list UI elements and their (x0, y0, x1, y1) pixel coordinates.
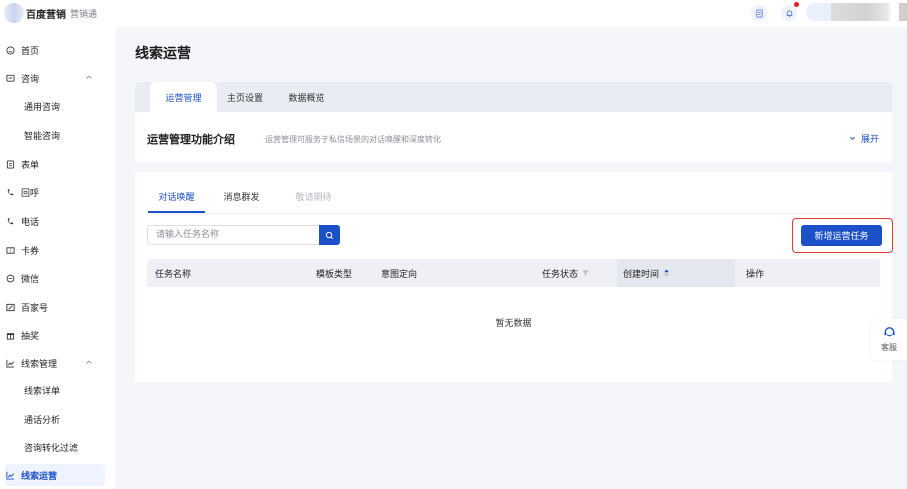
sidebar-item-smart-consult[interactable]: 智能咨询 (5, 124, 105, 146)
chat-box-icon (6, 74, 15, 83)
highlight-annotation (792, 218, 893, 253)
wechat-icon (6, 274, 15, 283)
sidebar-item-label: 咨询转化过滤 (24, 443, 79, 454)
sidebar-item-consult-filter[interactable]: 咨询转化过滤 (5, 436, 105, 458)
tab-label: 运营管理 (165, 93, 202, 104)
empty-state-text: 暂无数据 (495, 319, 532, 329)
chart-icon (6, 471, 15, 480)
subtab-label: 对话唤醒 (158, 193, 195, 203)
expand-button[interactable]: 展开 (849, 132, 879, 145)
column-intent-targeting: 意图定向 (381, 269, 418, 280)
column-task-name: 任务名称 (155, 269, 192, 280)
sidebar-item-home[interactable]: 首页 (5, 39, 105, 61)
subtab-label: 敬请期待 (295, 193, 332, 203)
subtab-conversation-wakeup[interactable]: 对话唤醒 (148, 187, 205, 213)
baijiahao-icon (6, 303, 15, 312)
column-actions: 操作 (746, 269, 765, 280)
sidebar-item-lead-operation[interactable]: 线索运营 (5, 464, 105, 486)
sidebar: 首页 咨询 通用咨询 智能咨询 表单 回呼 电话 卡券 微信 百家号 抽奖 线索 (0, 27, 115, 489)
task-table-card: 对话唤醒 消息群发 敬请期待 新增运营任务 任务名称 模板类型 意图定向 任务状… (135, 172, 893, 382)
sidebar-item-coupon[interactable]: 卡券 (5, 239, 105, 261)
top-bar: 百度营销 营销通 (0, 0, 907, 27)
filter-icon[interactable] (582, 269, 589, 277)
intro-description: 运营管理可服务于私信场景的对话唤醒和深度转化 (265, 135, 441, 144)
table-header: 任务名称 模板类型 意图定向 任务状态 创建时间 操作 (147, 259, 880, 287)
customer-service-button[interactable]: 客服 (871, 319, 907, 360)
bell-icon[interactable] (781, 2, 799, 21)
tab-label: 主页设置 (226, 93, 263, 104)
sidebar-item-label: 智能咨询 (24, 131, 61, 142)
tab-label: 数据概览 (288, 93, 325, 104)
sidebar-item-wechat[interactable]: 微信 (5, 267, 105, 289)
sidebar-item-call-analysis[interactable]: 通话分析 (5, 408, 105, 430)
sidebar-item-callback[interactable]: 回呼 (5, 181, 105, 203)
intro-title: 运营管理功能介绍 (147, 133, 235, 146)
sidebar-item-label: 咨询 (21, 74, 40, 85)
home-icon (6, 45, 15, 55)
sidebar-item-label: 首页 (21, 46, 40, 57)
coupon-icon (6, 246, 15, 255)
notification-dot (794, 2, 799, 7)
subtab-divider (147, 213, 880, 214)
column-template-type: 模板类型 (316, 269, 353, 280)
sort-icon[interactable] (663, 269, 670, 277)
add-operation-task-button[interactable]: 新增运营任务 (801, 225, 882, 246)
document-icon[interactable] (751, 5, 767, 21)
sidebar-item-label: 线索详单 (24, 386, 61, 397)
logo-avatar (4, 3, 24, 23)
column-label: 任务状态 (542, 269, 579, 280)
sidebar-item-lottery[interactable]: 抽奖 (5, 324, 105, 346)
sidebar-item-lead-details[interactable]: 线索详单 (5, 379, 105, 401)
tab-data-overview[interactable]: 数据概览 (273, 82, 340, 112)
sidebar-item-label: 通用咨询 (24, 102, 61, 113)
top-tabs: 运营管理 主页设置 数据概览 (135, 82, 892, 112)
column-task-status[interactable]: 任务状态 (542, 259, 589, 287)
sidebar-item-baijiahao[interactable]: 百家号 (5, 296, 105, 318)
sidebar-item-label: 电话 (21, 217, 40, 228)
chart-icon (6, 359, 15, 368)
user-account-menu[interactable] (806, 3, 907, 21)
subtab-mass-message[interactable]: 消息群发 (213, 187, 270, 213)
task-name-search-input[interactable] (147, 225, 319, 245)
page-title: 线索运营 (135, 46, 191, 62)
sidebar-item-consult[interactable]: 咨询 (5, 67, 105, 89)
logo-main-text: 百度营销 (26, 9, 66, 21)
sidebar-item-label: 卡券 (21, 246, 40, 257)
sidebar-item-label: 回呼 (21, 188, 40, 199)
tab-operation-management[interactable]: 运营管理 (150, 82, 217, 112)
sidebar-item-label: 表单 (21, 160, 40, 171)
logo-sub-text: 营销通 (70, 9, 98, 20)
headset-icon (883, 327, 895, 337)
sidebar-item-label: 百家号 (21, 303, 49, 314)
expand-label: 展开 (860, 135, 879, 145)
subtab-coming-soon: 敬请期待 (285, 187, 342, 213)
sidebar-item-label: 抽奖 (21, 331, 40, 342)
chevron-up-icon (86, 75, 92, 79)
main-content: 线索运营 运营管理 主页设置 数据概览 运营管理功能介绍 运营管理可服务于私信场… (115, 27, 907, 489)
sidebar-item-label: 线索运营 (21, 471, 58, 482)
intro-card: 运营管理功能介绍 运营管理可服务于私信场景的对话唤醒和深度转化 展开 (135, 112, 892, 162)
phone-icon (6, 217, 15, 226)
sidebar-item-label: 通话分析 (24, 415, 61, 426)
subtab-label: 消息群发 (223, 193, 260, 203)
gift-icon (6, 331, 15, 340)
column-label: 创建时间 (623, 269, 660, 280)
sidebar-item-phone[interactable]: 电话 (5, 210, 105, 232)
sidebar-item-general-consult[interactable]: 通用咨询 (5, 95, 105, 117)
search-button[interactable] (319, 225, 340, 245)
column-created-time[interactable]: 创建时间 (617, 259, 735, 287)
sidebar-item-label: 线索管理 (21, 359, 58, 370)
form-icon (6, 159, 15, 169)
search-icon (325, 231, 334, 239)
sidebar-item-label: 微信 (21, 274, 40, 285)
sidebar-item-form[interactable]: 表单 (5, 153, 105, 175)
callback-icon (6, 188, 15, 197)
customer-service-label: 客服 (881, 343, 897, 352)
tab-homepage-settings[interactable]: 主页设置 (217, 82, 273, 112)
chevron-up-icon (86, 360, 92, 364)
sidebar-item-lead-management[interactable]: 线索管理 (5, 352, 105, 374)
chevron-down-icon (849, 136, 856, 141)
logo[interactable]: 百度营销 营销通 (0, 3, 97, 23)
